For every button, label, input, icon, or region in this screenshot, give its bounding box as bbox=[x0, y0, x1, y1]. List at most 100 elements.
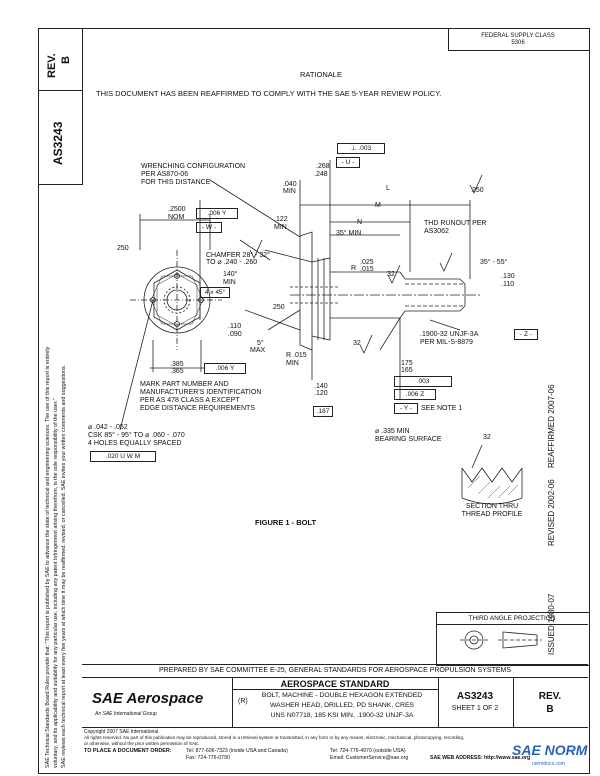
fcf-020: .020 U W M bbox=[90, 451, 156, 462]
projection-label-divider bbox=[436, 612, 588, 625]
label-140b: .140 bbox=[314, 383, 328, 390]
watermark-sub: normdocs.com bbox=[532, 761, 565, 767]
label-248: .248 bbox=[314, 171, 328, 178]
label-35deg: 35° MIN bbox=[336, 230, 362, 237]
label-385: .385 bbox=[170, 361, 184, 368]
label-min4: MIN bbox=[286, 360, 299, 367]
datum-u: - U - bbox=[336, 157, 360, 168]
label-hole1: ⌀ .042 - .052 bbox=[88, 424, 128, 431]
label-chamfer2: TO ⌀ .240 - .260 bbox=[206, 259, 258, 266]
figure-caption: FIGURE 1 - BOLT bbox=[255, 518, 317, 527]
federal-supply-class-label: FEDERAL SUPPLY CLASS bbox=[481, 33, 555, 39]
third-angle-projection-symbol bbox=[460, 630, 542, 650]
thread-profile-section bbox=[461, 444, 523, 505]
label-130: .130 bbox=[501, 273, 515, 280]
label-r015: R .015 bbox=[286, 352, 307, 359]
label-250c: 250 bbox=[273, 304, 285, 311]
label-max1: MAX bbox=[250, 347, 266, 354]
prepared-by: PREPARED BY SAE COMMITTEE E-25, GENERAL … bbox=[158, 667, 512, 674]
label-thd-runout: THD RUNOUT PER bbox=[424, 220, 487, 227]
label-section: SECTION THRU bbox=[465, 503, 519, 510]
label-335: ⌀ .335 MIN bbox=[375, 428, 410, 435]
footer-tel2: Tel: 724-776-4970 (outside USA) bbox=[330, 748, 406, 754]
datum-w: - W - bbox=[196, 222, 222, 233]
label-110: .110 bbox=[501, 281, 515, 288]
label-025: .025 bbox=[360, 259, 374, 266]
left-strip-rev-divider bbox=[38, 28, 82, 91]
projection-box bbox=[436, 612, 589, 666]
rationale-text: THIS DOCUMENT HAS BEEN REAFFIRMED TO COM… bbox=[96, 89, 442, 98]
rationale-title: RATIONALE bbox=[300, 70, 342, 79]
title-col-logo bbox=[82, 677, 233, 727]
label-thread: .1900-32 UNJF-3A bbox=[420, 331, 479, 338]
footer-email: Email: CustomerService@sae.org bbox=[330, 755, 409, 761]
label-per-as: PER AS870-06 bbox=[141, 171, 189, 178]
label-mfr-id: MANUFACTURER'S IDENTIFICATION bbox=[140, 389, 262, 396]
desc-line3: UNS N07718, 185 KSI MIN, .1900-32 UNJF-3… bbox=[270, 712, 414, 719]
datum-y: - Y - bbox=[394, 403, 418, 414]
label-2500: .2500 bbox=[168, 206, 186, 213]
datum-z: - Z - bbox=[514, 329, 538, 340]
bolt-side-view bbox=[119, 160, 480, 431]
label-m: M bbox=[375, 202, 381, 209]
label-wrench-config: WRENCHING CONFIGURATION bbox=[141, 163, 246, 170]
label-bearing: BEARING SURFACE bbox=[375, 436, 442, 443]
prepared-by-bar bbox=[82, 664, 588, 678]
label-250a: 250 bbox=[472, 187, 484, 194]
label-edge-dist: EDGE DISTANCE REQUIREMENTS bbox=[140, 405, 255, 412]
watermark-logo: SAE NORM bbox=[512, 742, 588, 758]
title-rev-value: B bbox=[546, 704, 554, 715]
label-hole2: CSK 85° - 95° TO ⌀ .060 - .070 bbox=[88, 432, 185, 439]
label-165: .165 bbox=[399, 367, 413, 374]
title-block bbox=[82, 677, 588, 728]
label-365: .365 bbox=[170, 368, 184, 375]
r-mark: (R) bbox=[238, 698, 248, 705]
footer-fax: Fax: 724-776-0790 bbox=[186, 755, 230, 761]
desc-line1: BOLT, MACHINE - DOUBLE HEXAGON EXTENDED bbox=[261, 692, 423, 699]
federal-supply-class-value: 5306 bbox=[511, 40, 525, 46]
footer-tel1: Tel: 877-606-7323 (inside USA and Canada… bbox=[186, 748, 288, 754]
label-5deg: 5° bbox=[257, 340, 264, 347]
fcf-006-y: .006 Y bbox=[196, 208, 238, 219]
label-mark-part: MARK PART NUMBER AND bbox=[140, 381, 229, 388]
label-r: R bbox=[351, 265, 357, 272]
label-l: L bbox=[386, 185, 390, 192]
page-border bbox=[38, 28, 590, 774]
title-col-doc bbox=[438, 677, 514, 727]
label-122: .122 bbox=[274, 216, 288, 223]
label-32c: 32 bbox=[483, 434, 491, 441]
label-015: .015 bbox=[360, 266, 374, 273]
fcf-003-s: .003 bbox=[394, 376, 452, 387]
label-32a: 32 bbox=[387, 271, 395, 278]
label-nom: NOM bbox=[168, 214, 185, 221]
federal-supply-class-box bbox=[448, 28, 589, 51]
left-strip-divider bbox=[38, 28, 83, 185]
sae-logo-sub: An SAE International Group bbox=[95, 711, 157, 717]
label-090: .090 bbox=[228, 331, 242, 338]
fcf-006-z: .006 Z bbox=[394, 389, 436, 400]
footer-rights2: or otherwise, without the prior written … bbox=[84, 741, 200, 746]
title-std-divider bbox=[232, 677, 438, 690]
label-chamfer: CHAMFER 28° - 32° bbox=[206, 252, 270, 259]
footer-order: TO PLACE A DOCUMENT ORDER: bbox=[84, 748, 172, 754]
title-rev-label: REV. bbox=[538, 691, 562, 702]
label-040: .040 bbox=[283, 181, 297, 188]
desc-line2: WASHER HEAD, DRILLED, PD SHANK, CRES bbox=[269, 702, 415, 709]
label-120: .120 bbox=[314, 390, 328, 397]
label-as3062: AS3062 bbox=[424, 228, 449, 235]
label-min1: MIN bbox=[283, 188, 296, 195]
title-sheet: SHEET 1 OF 2 bbox=[451, 705, 499, 712]
label-hole3: 4 HOLES EQUALLY SPACED bbox=[88, 440, 182, 447]
footer-web: SAE WEB ADDRESS: http://www.sae.org bbox=[430, 755, 531, 761]
fcf-006-yb: .006 Y bbox=[204, 363, 246, 374]
label-permil: PER MIL-S-8879 bbox=[420, 339, 473, 346]
label-32b: 32 bbox=[353, 340, 361, 347]
label-min3: MIN bbox=[223, 279, 236, 286]
footer-rights: All rights reserved. No part of this pub… bbox=[84, 735, 465, 740]
footer-copyright: Copyright 2007 SAE International bbox=[84, 729, 159, 735]
sae-logo: SAE Aerospace bbox=[92, 690, 204, 707]
label-thread-profile: THREAD PROFILE bbox=[461, 511, 523, 518]
label-250b: 250 bbox=[117, 245, 129, 252]
label-see-note: SEE NOTE 1 bbox=[421, 405, 463, 412]
label-per-as478: PER AS 478 CLASS A EXCEPT bbox=[140, 397, 240, 404]
